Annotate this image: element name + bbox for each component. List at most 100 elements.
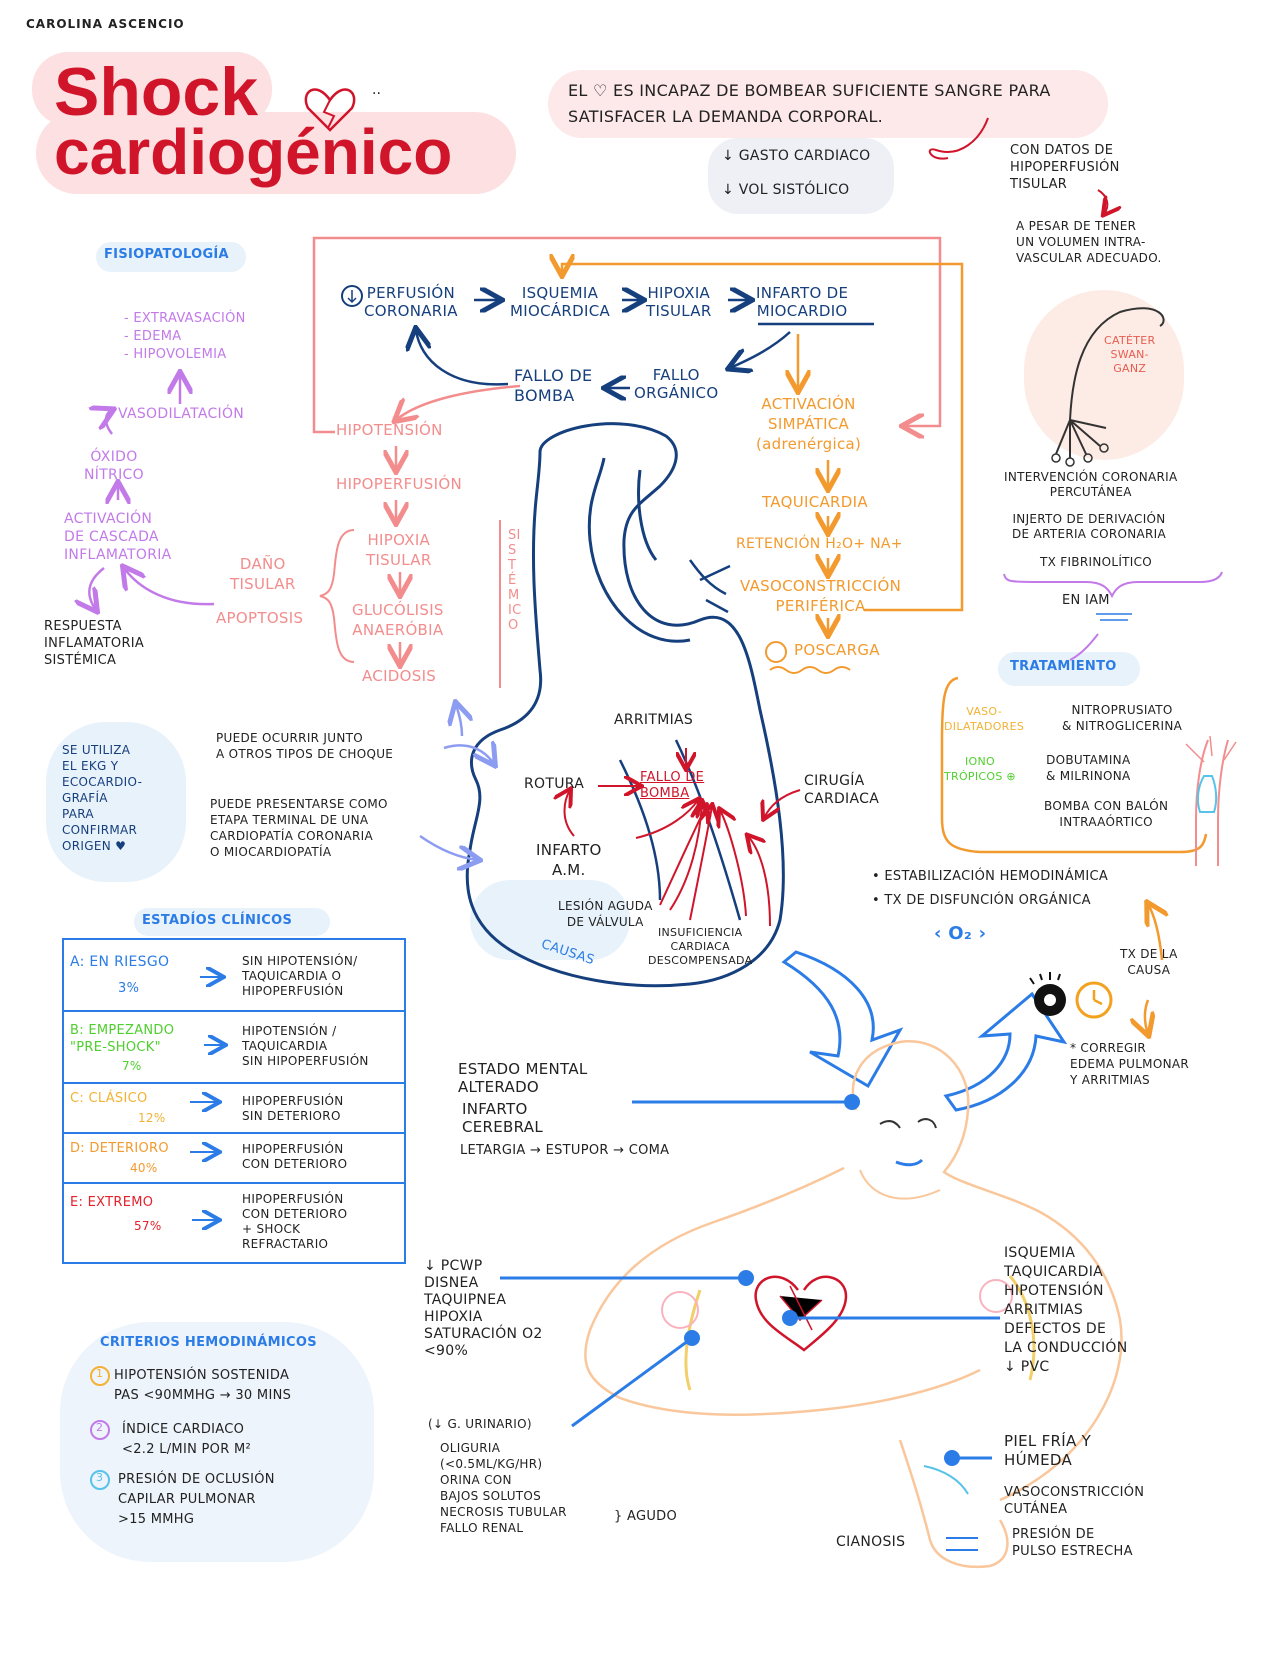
criterios-bg xyxy=(60,1322,374,1562)
vasodilatadores-label: VASO- DILATADORES xyxy=(944,705,1025,733)
swan-ganz-label: CATÉTER SWAN- GANZ xyxy=(1104,334,1156,375)
definition-side-1: CON DATOS DE HIPOPERFUSIÓN TISULAR xyxy=(1010,143,1120,192)
estabilizacion: • ESTABILIZACIÓN HEMODINÁMICA xyxy=(872,869,1109,884)
svg-text:··: ·· xyxy=(372,86,381,102)
stage-pct: 3% xyxy=(118,981,140,996)
stage-name: A: EN RIESGO xyxy=(70,954,170,970)
en-iam: EN IAM xyxy=(1062,593,1110,608)
retencion: RETENCIÓN H₂O+ Na+ xyxy=(736,536,903,552)
definition-bullet-1: ↓ GASTO CARDIACO xyxy=(722,148,871,164)
stage-row: A: EN RIESGO 3% SIN HIPOTENSIÓN/ TAQUICA… xyxy=(64,940,404,1012)
tx-causa: TX DE LA CAUSA xyxy=(1120,947,1178,977)
causas-bg xyxy=(470,880,630,960)
infarto-miocardio: INFARTO DE MIOCARDIO xyxy=(756,284,849,320)
infarto-cerebral: INFARTO CEREBRAL xyxy=(462,1100,543,1136)
causa-insuficiencia: INSUFICIENCIA CARDIACA DESCOMPENSADA xyxy=(648,926,753,967)
vasodilatacion: VASODILATACIÓN xyxy=(118,406,245,422)
stage-desc: HIPOPERFUSIÓN CON DETERIORO xyxy=(242,1142,348,1171)
tratamiento-label: TRATAMIENTO xyxy=(1010,659,1117,674)
corregir: * CORREGIR EDEMA PULMONAR Y ARRITMIAS xyxy=(1070,1041,1190,1087)
disfuncion-organica: • TX DE DISFUNCIÓN ORGÁNICA xyxy=(872,893,1091,908)
stage-name: E: EXTREMO xyxy=(70,1195,154,1210)
activacion-simpatica: ACTIVACIÓN SIMPÁTICA (adrenérgica) xyxy=(756,395,862,453)
inotropicos: DOBUTAMINA & MILRINONA xyxy=(1046,753,1131,783)
apoptosis: APOPTOSIS xyxy=(216,609,304,627)
poscarga: POSCARGA xyxy=(794,641,880,659)
criterio-number: 1 xyxy=(96,1367,104,1380)
letargia: LETARGIA → ESTUPOR → COMA xyxy=(460,1143,670,1158)
stage-row: B: EMPEZANDO "PRE-SHOCK" 7% HIPOTENSIÓN … xyxy=(64,1012,404,1084)
stage-row: D: DETERIORO 40% HIPOPERFUSIÓN CON DETER… xyxy=(64,1134,404,1184)
causa-cirugia: CIRUGÍA CARDIACA xyxy=(804,773,880,807)
cardiac-signs: ISQUEMIA TAQUICARDIA HIPOTENSIÓN ARRITMI… xyxy=(1004,1245,1128,1375)
stage-pct: 40% xyxy=(130,1161,158,1175)
hipoperfusion: HIPOPERFUSIÓN xyxy=(336,475,462,493)
fisio-highlight xyxy=(96,242,246,272)
fallo-bomba: FALLO DE BOMBA xyxy=(514,366,593,405)
vasoconstriccion: VASOCONSTRICCIÓN PERIFÉRICA xyxy=(740,577,902,615)
definition-text: EL ♡ ES INCAPAZ DE BOMBEAR SUFICIENTE SA… xyxy=(568,81,1051,126)
inotropicos-label: IONO TRÓPICOS ⊕ xyxy=(944,755,1016,783)
effects-list: - EXTRAVASACIÓN - EDEMA - HIPOVOLEMIA xyxy=(124,311,246,362)
hipoxia-tisular-cycle: HIPOXIA TISULAR xyxy=(646,284,712,320)
causa-fallo-bomba: FALLO DE BOMBA xyxy=(640,770,705,801)
isquemia-miocardica: ISQUEMIA MIOCÁRDICA xyxy=(510,284,611,320)
causas-note-1: PUEDE OCURRIR JUNTO A OTROS TIPOS DE CHO… xyxy=(216,731,394,761)
tx-item-2: INJERTO DE DERIVACIÓN DE ARTERIA CORONAR… xyxy=(1012,512,1167,541)
stage-row: E: EXTREMO 57% HIPOPERFUSIÓN CON DETERIO… xyxy=(64,1184,404,1264)
pulmonar-signs: ↓ PCWP DISNEA TAQUIPNEA HIPOXIA SATURACI… xyxy=(424,1258,543,1359)
fallo-organico: FALLO ORGÁNICO xyxy=(634,366,719,402)
hipotension: HIPOTENSIÓN xyxy=(336,421,443,439)
stage-pct: 7% xyxy=(122,1059,142,1073)
clock-icon xyxy=(1075,981,1113,1019)
dano-tisular: DAÑO TISULAR xyxy=(230,555,296,593)
causa-rotura: ROTURA xyxy=(524,776,585,792)
stage-pct: 57% xyxy=(134,1219,162,1233)
perfusion-coronaria: PERFUSIÓN CORONARIA xyxy=(364,284,458,320)
hipoxia-tisular: HIPOXIA TISULAR xyxy=(366,531,432,569)
stage-name: D: DETERIORO xyxy=(70,1141,169,1156)
definition-highlight xyxy=(548,70,1108,138)
stage-name: C: CLÁSICO xyxy=(70,1091,148,1106)
title-highlight-2 xyxy=(36,112,516,194)
definition-bullet-2: ↓ VOL SISTÓLICO xyxy=(722,182,850,198)
diagnostico-note: SE UTILIZA EL EKG Y ECOCARDIO- GRAFÍA PA… xyxy=(62,743,143,853)
stage-desc: HIPOPERFUSIÓN SIN DETERIORO xyxy=(242,1094,344,1123)
estadios-table: A: EN RIESGO 3% SIN HIPOTENSIÓN/ TAQUICA… xyxy=(62,938,406,1264)
presion-pulso: PRESIÓN DE PULSO ESTRECHA xyxy=(1012,1527,1133,1559)
criterio-1: HIPOTENSIÓN SOSTENIDA PAS <90mmHg → 30 m… xyxy=(114,1368,292,1403)
stage-row: C: CLÁSICO 12% HIPOPERFUSIÓN SIN DETERIO… xyxy=(64,1084,404,1134)
causa-lesion: LESIÓN AGUDA DE VÁLVULA xyxy=(558,899,653,929)
renal-head: (↓ G. URINARIO) xyxy=(428,1417,532,1431)
page-title-line1: Shock xyxy=(54,54,259,130)
tx-item-1: INTERVENCIÓN CORONARIA PERCUTÁNEA xyxy=(1004,470,1178,499)
stage-name: B: EMPEZANDO "PRE-SHOCK" xyxy=(70,1023,175,1055)
stage-pct: 12% xyxy=(138,1111,166,1125)
eye-icon xyxy=(1029,972,1066,1016)
causa-arritmias: ARRITMIAS xyxy=(614,712,694,728)
acidosis: ACIDOSIS xyxy=(362,667,437,685)
oxido-nitrico: ÓXIDO NÍTRICO xyxy=(84,449,144,483)
renal-agudo: } AGUDO xyxy=(614,1509,677,1524)
swan-bg xyxy=(1024,290,1184,460)
criterios-label: CRITERIOS HEMODINÁMICOS xyxy=(100,1335,317,1350)
criterio-2: ÍNDICE CARDIACO <2.2 L/min por m² xyxy=(122,1422,251,1457)
estadios-pill xyxy=(134,908,330,936)
piel-fria: PIEL FRÍA Y HÚMEDA xyxy=(1004,1432,1092,1469)
page-title-line2: cardiogénico xyxy=(54,116,453,188)
causa-infarto: INFARTO A.M. xyxy=(536,841,602,879)
sistemico-label: SISTÉMICO xyxy=(508,528,522,633)
diagnostico-bg xyxy=(46,722,186,882)
criterio-3: PRESIÓN DE OCLUSIÓN CAPILAR PULMONAR >15… xyxy=(118,1472,275,1527)
bullet-highlight xyxy=(708,138,894,214)
estado-mental: ESTADO MENTAL ALTERADO xyxy=(458,1060,588,1096)
cianosis: CIANOSIS xyxy=(836,1534,906,1550)
vasoconstriccion-cutanea: VASOCONSTRICCIÓN CUTÁNEA xyxy=(1004,1485,1145,1517)
criterio-number: 3 xyxy=(96,1471,104,1484)
bomba-balon: BOMBA CON BALÓN INTRAAÓRTICO xyxy=(1044,799,1169,829)
tx-item-3: TX FIBRINOLÍTICO xyxy=(1040,555,1153,569)
respuesta-inflamatoria: RESPUESTA INFLAMATORIA SISTÉMICA xyxy=(44,619,145,668)
fisiopatologia-label: FISIOPATOLOGÍA xyxy=(104,247,229,262)
renal-signs: OLIGURIA (<0.5ml/kg/hr) ORINA CON BAJOS … xyxy=(440,1441,567,1535)
